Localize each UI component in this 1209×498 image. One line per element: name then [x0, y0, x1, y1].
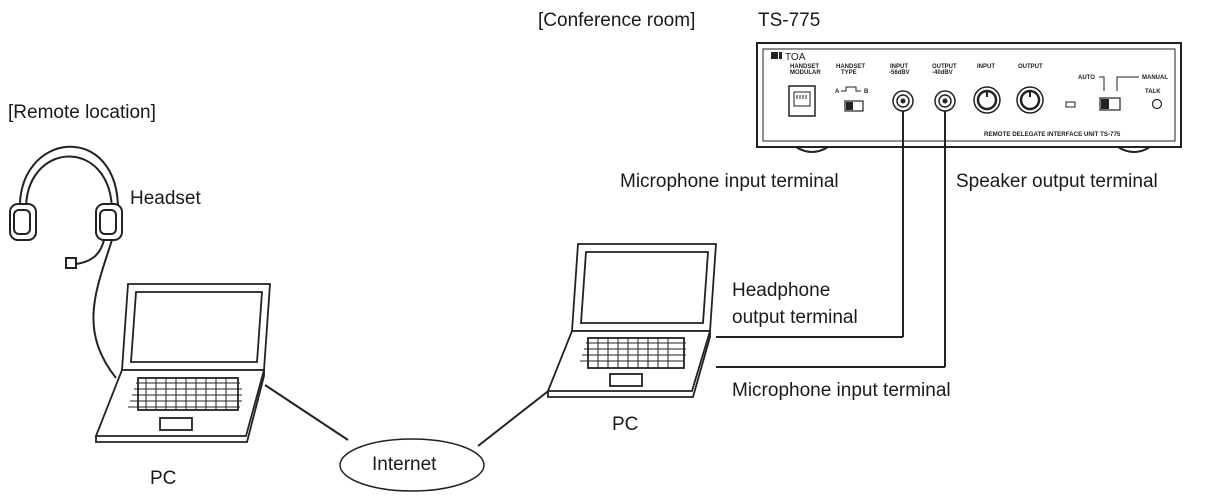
panel-label-output-jack-2: -40dBV	[932, 70, 953, 76]
remote-pc-laptop-icon	[94, 283, 271, 443]
panel-label-output-jack-1: OUTPUT	[932, 64, 957, 70]
panel-label-type-b: B	[864, 89, 869, 95]
panel-label-auto: AUTO	[1078, 75, 1095, 81]
remote-location-label: [Remote location]	[8, 102, 156, 123]
model-label: TS-775	[758, 10, 821, 31]
panel-label-handset-modular-1: HANDSET	[790, 64, 819, 70]
panel-label-handset-type-2: TYPE	[841, 70, 857, 76]
panel-label-manual: MANUAL	[1142, 75, 1168, 81]
link-internet-to-pc	[477, 384, 557, 447]
mic-input-terminal-unit-label: Microphone input terminal	[620, 171, 839, 192]
panel-label-handset-type-1: HANDSET	[836, 64, 865, 70]
talk-indicator-icon	[1151, 98, 1163, 110]
pc-remote-label: PC	[150, 468, 177, 489]
cables	[264, 111, 946, 447]
headset-label: Headset	[130, 188, 201, 209]
conference-pc-laptop-icon	[546, 243, 717, 398]
speaker-output-terminal-label: Speaker output terminal	[956, 171, 1158, 192]
indicator-led-icon	[1065, 101, 1076, 108]
brand-text: TOA	[785, 52, 806, 63]
panel-label-input-knob: INPUT	[977, 64, 995, 70]
panel-label-input-jack-2: -56dBV	[889, 70, 910, 76]
link-remote-to-internet	[264, 384, 349, 441]
input-volume-knob-icon	[973, 86, 1001, 114]
headphone-output-label-line2: output terminal	[732, 307, 858, 328]
panel-label-talk: TALK	[1145, 89, 1161, 95]
toa-logo: TOA	[771, 52, 806, 63]
internet-label: Internet	[372, 454, 437, 475]
headphone-output-label-line1: Headphone	[732, 280, 831, 301]
handset-type-switch-icon	[844, 100, 864, 112]
internet-cloud-icon	[339, 438, 485, 492]
panel-label-handset-modular-2: MODULAR	[790, 70, 821, 76]
pc-conference-label: PC	[612, 414, 639, 435]
output-volume-knob-icon	[1016, 86, 1044, 114]
mic-input-terminal-pc-label: Microphone input terminal	[732, 380, 951, 401]
conference-room-label: [Conference room]	[538, 10, 696, 31]
panel-label-output-knob: OUTPUT	[1018, 64, 1043, 70]
auto-manual-switch-icon	[1099, 97, 1121, 111]
panel-label-type-a: A	[835, 89, 840, 95]
panel-label-input-jack-1: INPUT	[890, 64, 908, 70]
ts-775-unit: TOA HANDSET MODULAR HANDSET TYPE A B	[756, 42, 1182, 153]
input-jack-icon	[892, 90, 914, 112]
panel-label-unit-name: REMOTE DELEGATE INTERFACE UNIT TS-775	[984, 131, 1121, 138]
headset-icon	[9, 145, 123, 379]
modular-jack-icon	[788, 85, 816, 117]
